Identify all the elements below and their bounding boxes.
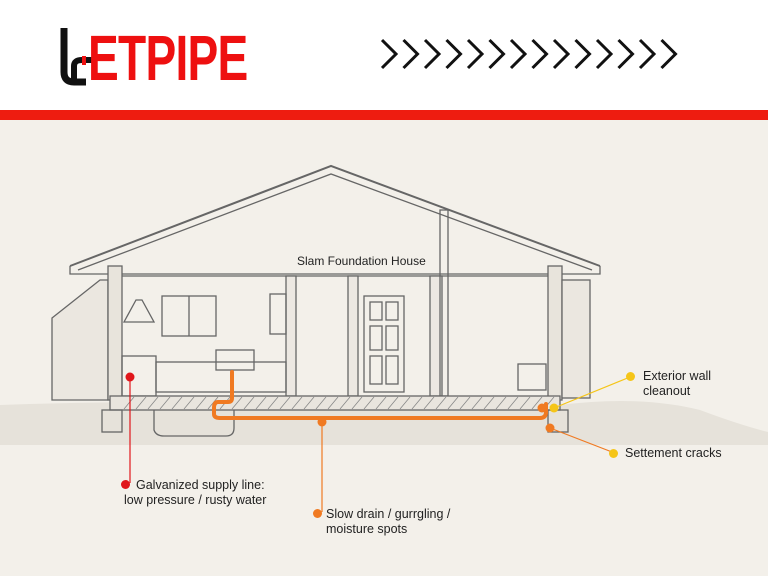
header: ETPIPE (0, 0, 768, 110)
cleanout-marker (626, 372, 635, 381)
chevron-icon (488, 38, 506, 70)
annotation-cleanout: Exterior wall cleanout (643, 369, 711, 399)
chevron-icon (423, 38, 442, 70)
annotation-supply-line: Galvanized supply line: low pressure / r… (124, 478, 266, 508)
chevron-icon (531, 38, 549, 70)
chevron-icon (574, 38, 592, 70)
annotation-text: Settement cracks (625, 446, 722, 460)
chevron-icon (660, 38, 678, 70)
annotation-text: low pressure / rusty water (124, 493, 267, 507)
chevron-icon (402, 38, 420, 70)
cracks-marker (609, 449, 618, 458)
annotation-settlement-cracks: Settement cracks (625, 446, 722, 461)
annotation-text: Galvanized supply line: (136, 478, 265, 492)
annotation-slow-drain: Slow drain / gurrgling / moisture spots (326, 507, 450, 537)
chevron-icon (380, 38, 399, 70)
chevron-icon (509, 38, 528, 70)
logo: ETPIPE (58, 22, 310, 94)
annotation-text: Exterior wall (643, 369, 712, 383)
annotation-text: cleanout (643, 384, 691, 398)
house-cross-section-diagram (0, 164, 768, 512)
drain-pipe (212, 370, 548, 420)
annotation-text: moisture spots (326, 522, 408, 536)
diagram-title: Slam Foundation House (297, 254, 426, 268)
chevron-icon (445, 38, 463, 70)
chevron-icon (466, 38, 485, 70)
chevron-arrows-icon (380, 38, 678, 70)
annotation-text: Slow drain / gurrgling / (326, 507, 451, 521)
supply-line-marker (121, 480, 130, 489)
logo-text: ETPIPE (88, 22, 248, 94)
drain-marker (313, 509, 322, 518)
chevron-icon (595, 38, 614, 70)
chevron-icon (638, 38, 657, 70)
pipe-l-logo-icon (60, 28, 92, 86)
chevron-icon (617, 38, 635, 70)
chevron-icon (552, 38, 571, 70)
brand-divider (0, 110, 768, 120)
